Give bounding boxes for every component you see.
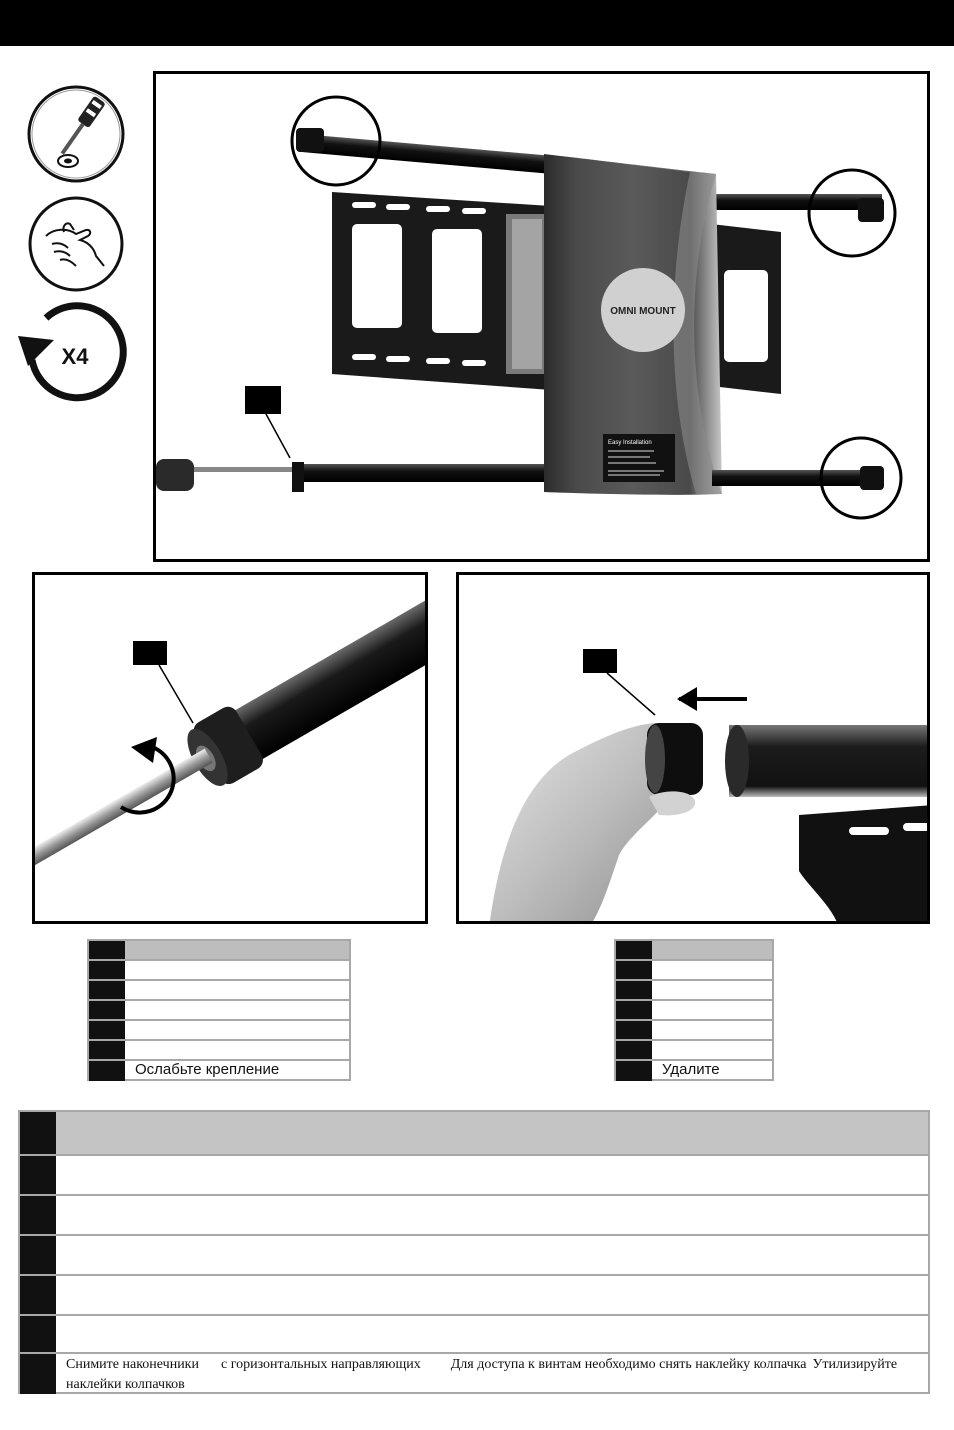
table-row <box>20 1314 928 1354</box>
table-row <box>616 1019 772 1039</box>
table-row <box>89 1019 349 1039</box>
instruction-table-left: Ослабьте крепление <box>87 939 351 1081</box>
table-row <box>20 1234 928 1274</box>
table-row <box>20 1194 928 1234</box>
easy-install-label: Easy Installation <box>608 440 652 446</box>
instruction-text: Удалите <box>662 1061 720 1078</box>
table-row: Ослабьте крепление <box>89 1059 349 1081</box>
table-row <box>616 979 772 999</box>
brand-logo: OMNI MOUNT <box>610 306 676 317</box>
table-header <box>616 941 772 959</box>
instruction-text: Ослабьте крепление <box>135 1061 280 1078</box>
repeat-count: X4 <box>62 344 90 369</box>
table-row <box>616 1039 772 1059</box>
header-bar <box>0 0 954 46</box>
screwdriver-icon <box>27 85 125 183</box>
hand-icon <box>28 196 124 292</box>
table-row: Удалите <box>616 1059 772 1081</box>
table-header <box>20 1112 928 1154</box>
table-header <box>89 941 349 959</box>
table-row <box>89 1039 349 1059</box>
table-row <box>89 979 349 999</box>
main-photo-panel: OMNI MOUNT Easy Installation <box>153 71 930 562</box>
detail-photo-remove <box>456 572 930 924</box>
instruction-table-right: Удалите <box>614 939 774 1081</box>
table-row <box>20 1274 928 1314</box>
table-row <box>616 959 772 979</box>
table-row <box>616 999 772 1019</box>
table-row <box>89 999 349 1019</box>
table-row <box>20 1154 928 1194</box>
detail-photo-loosen <box>32 572 428 924</box>
rotate-counterclockwise-icon: X4 <box>18 302 127 402</box>
table-row <box>89 959 349 979</box>
